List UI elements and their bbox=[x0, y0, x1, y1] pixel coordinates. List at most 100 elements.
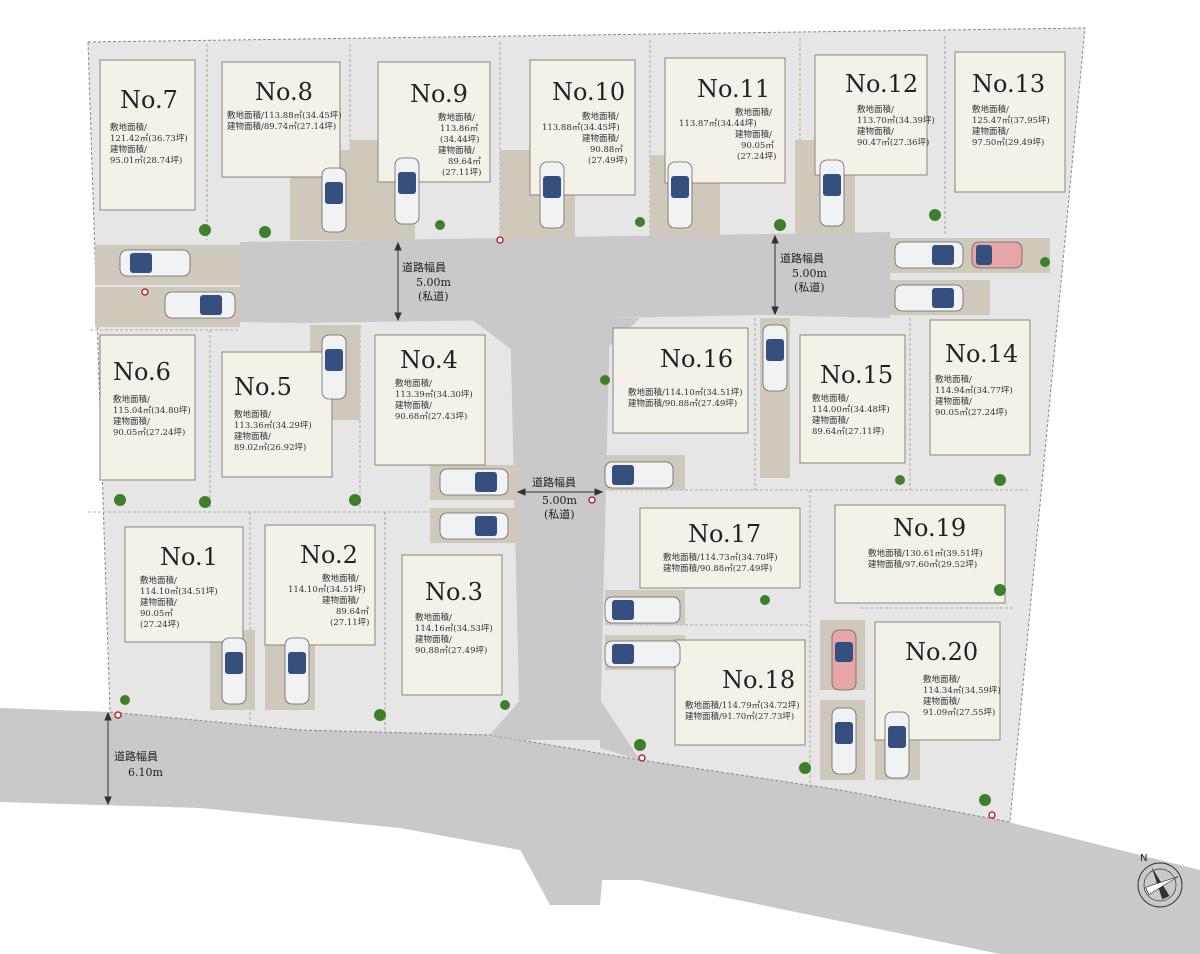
lot-info-line: 90.05㎡ bbox=[140, 609, 173, 619]
lot-info-line: 建物面積/ bbox=[812, 415, 849, 426]
road-width-label-top-left: 道路幅員 5.00m (私道) bbox=[402, 260, 451, 303]
building-2 bbox=[264, 524, 376, 646]
lot-info-line: 敷地面積/114.79㎡(34.72坪) bbox=[685, 700, 800, 711]
lot-info-line: 敷地面積/ bbox=[395, 378, 432, 389]
road-fillet-left bbox=[470, 318, 512, 350]
lot-info-line: 90.47㎡(27.36坪) bbox=[857, 137, 929, 148]
car-icon bbox=[221, 637, 247, 705]
car-icon bbox=[321, 334, 347, 400]
lot-number: No.9 bbox=[410, 80, 468, 108]
lot-info-line: 121.42㎡(36.73坪) bbox=[110, 133, 188, 144]
car-icon bbox=[394, 157, 420, 225]
lot-info-line: 敷地面積/ bbox=[972, 104, 1009, 115]
lot-7-label: No.7 敷地面積/ 121.42㎡(36.73坪) 建物面積/ 95.01㎡(… bbox=[110, 86, 188, 166]
car-icon bbox=[762, 324, 788, 392]
public-road bbox=[0, 708, 1200, 954]
building-7 bbox=[99, 59, 196, 211]
lot-info-line: 125.47㎡(37.95坪) bbox=[972, 115, 1050, 126]
lot-1-label: No.1 敷地面積/ 114.10㎡(34.51坪) 建物面積/ 90.05㎡ … bbox=[140, 543, 218, 630]
car-icon bbox=[284, 637, 310, 705]
dimension-lines bbox=[104, 234, 779, 806]
car-icon bbox=[164, 291, 236, 319]
lot-info-line: 114.94㎡(34.77坪) bbox=[935, 385, 1013, 396]
building-16 bbox=[612, 327, 749, 434]
lot-info-line: 90.88㎡(27.49坪) bbox=[415, 645, 487, 656]
lot-18-label: No.18 敷地面積/114.79㎡(34.72坪) 建物面積/91.70㎡(2… bbox=[685, 666, 800, 722]
road-width-value: 6.10m bbox=[128, 766, 163, 779]
lot-4-label: No.4 敷地面積/ 113.39㎡(34.30坪) 建物面積/ 90.68㎡(… bbox=[395, 346, 473, 422]
lot-3-label: No.3 敷地面積/ 114.16㎡(34.53坪) 建物面積/ 90.88㎡(… bbox=[415, 578, 493, 656]
lot-20-label: No.20 敷地面積/ 114.34㎡(34.59坪) 建物面積/ 91.09㎡… bbox=[905, 638, 1001, 718]
lot-number: No.3 bbox=[425, 578, 483, 606]
lot-number: No.6 bbox=[113, 358, 171, 386]
lot-11-label: No.11 敷地面積/ 113.87㎡(34.44坪) 建物面積/ 90.05㎡… bbox=[679, 75, 776, 162]
lot-info-line: 90.68㎡(27.43坪) bbox=[395, 411, 467, 422]
lot-info-line: 敷地面積/ bbox=[923, 674, 960, 685]
lot-info-line: 建物面積/ bbox=[415, 634, 452, 645]
car-icon bbox=[894, 241, 964, 269]
lot-info-line: 敷地面積/130.61㎡(39.51坪) bbox=[868, 548, 983, 559]
lot-info-line: 114.16㎡(34.53坪) bbox=[415, 623, 493, 634]
road-stub bbox=[515, 840, 605, 905]
landscaping bbox=[114, 209, 1050, 806]
lot-info-line: 建物面積/ bbox=[140, 597, 177, 608]
lot-info-line: 敷地面積/114.10㎡(34.51坪) bbox=[628, 387, 743, 398]
lot-info-line: 91.09㎡(27.55坪) bbox=[923, 707, 995, 718]
lot-info-line: 114.10㎡(34.51坪) bbox=[288, 584, 366, 595]
north-label: N bbox=[1140, 853, 1147, 864]
lot-info-line: 114.00㎡(34.48坪) bbox=[812, 404, 890, 415]
lot-number: No.10 bbox=[552, 78, 625, 106]
road-width-note: (私道) bbox=[418, 289, 449, 303]
road-width-caption: 道路幅員 bbox=[532, 475, 576, 489]
lot-info-line: 115.04㎡(34.80坪) bbox=[113, 405, 191, 416]
road-fillet-bottom-right bbox=[600, 700, 640, 760]
lot-info-line: 90.05㎡ bbox=[741, 141, 774, 151]
lot-info-line: 建物面積/ bbox=[735, 129, 772, 140]
road-width-value: 5.00m bbox=[542, 494, 577, 507]
lot-15-label: No.15 敷地面積/ 114.00㎡(34.48坪) 建物面積/ 89.64㎡… bbox=[812, 361, 893, 437]
lot-number: No.15 bbox=[820, 361, 893, 389]
lot-info-line: 113.86㎡ bbox=[440, 124, 479, 134]
lot-info-line: 建物面積/90.88㎡(27.49坪) bbox=[628, 398, 737, 409]
lot-info-line: 建物面積/ bbox=[972, 126, 1009, 137]
car-icon bbox=[439, 468, 509, 496]
road-width-label-center: 道路幅員 5.00m (私道) bbox=[532, 475, 577, 521]
car-icon bbox=[884, 711, 910, 779]
lot-info-line: (27.11坪) bbox=[330, 617, 369, 628]
lot-number: No.20 bbox=[905, 638, 978, 666]
lot-info-line: 89.02㎡(26.92坪) bbox=[234, 442, 306, 453]
building-10 bbox=[529, 59, 636, 196]
buildings bbox=[99, 51, 1066, 746]
lot-info-line: 敷地面積/ bbox=[322, 573, 359, 584]
lot-8-label: No.8 敷地面積/113.88㎡(34.45坪) 建物面積/89.74㎡(27… bbox=[227, 78, 342, 132]
lot-number: No.18 bbox=[722, 666, 795, 694]
road-width-caption: 道路幅員 bbox=[780, 251, 824, 265]
lot-info-line: 建物面積/ bbox=[582, 133, 619, 144]
road-width-label-public: 道路幅員 6.10m bbox=[114, 749, 163, 779]
lot-info-line: 95.01㎡(28.74坪) bbox=[110, 155, 182, 166]
lot-info-line: (27.24坪) bbox=[140, 619, 179, 630]
building-1 bbox=[124, 526, 244, 643]
lot-info-line: 敷地面積/113.88㎡(34.45坪) bbox=[227, 110, 342, 121]
north-arrow-icon: N bbox=[1137, 853, 1183, 908]
car-icon bbox=[604, 461, 674, 489]
lot-5-label: No.5 敷地面積/ 113.36㎡(34.29坪) 建物面積/ 89.02㎡(… bbox=[234, 373, 312, 453]
lot-info-line: 89.64㎡ bbox=[448, 157, 481, 167]
car-icon bbox=[604, 596, 681, 624]
building-15 bbox=[799, 334, 906, 464]
lot-info-line: 114.10㎡(34.51坪) bbox=[140, 586, 218, 597]
lot-number: No.4 bbox=[400, 346, 458, 374]
lot-number: No.12 bbox=[845, 70, 918, 98]
lot-info-line: 97.50㎡(29.49坪) bbox=[972, 137, 1044, 148]
lot-info-line: 建物面積/ bbox=[438, 145, 475, 156]
road-width-value: 5.00m bbox=[792, 267, 827, 280]
car-icon bbox=[604, 640, 681, 668]
lot-9-label: No.9 敷地面積/ 113.86㎡ (34.44坪) 建物面積/ 89.64㎡… bbox=[410, 80, 481, 178]
lot-number: No.5 bbox=[234, 373, 292, 401]
lot-16-label: No.16 敷地面積/114.10㎡(34.51坪) 建物面積/90.88㎡(2… bbox=[628, 345, 743, 409]
lot-info-line: 90.05㎡(27.24坪) bbox=[935, 407, 1007, 418]
lot-info-line: 建物面積/ bbox=[923, 696, 960, 707]
lot-number: No.11 bbox=[697, 75, 770, 103]
building-6 bbox=[99, 334, 196, 481]
lot-info-line: 113.88㎡(34.45坪) bbox=[542, 122, 620, 133]
